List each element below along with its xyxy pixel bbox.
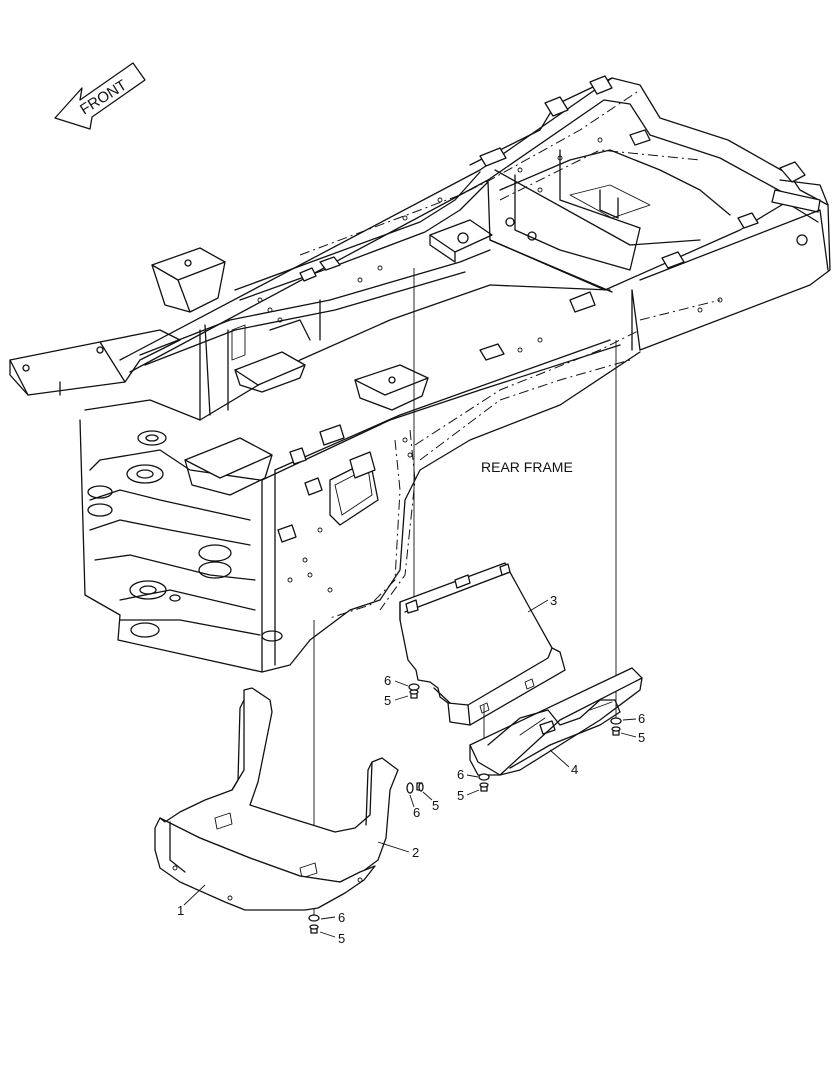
part-4-guard	[469, 667, 643, 776]
callout-6-d: 6	[413, 805, 420, 820]
callout-6-b: 6	[638, 711, 645, 726]
front-arrow-icon	[54, 62, 146, 130]
rail-blocks	[277, 75, 759, 543]
pivot-boss	[87, 430, 283, 642]
rear-frame	[9, 75, 831, 673]
mount-pad-front-left	[151, 247, 226, 313]
mount-pad-top	[234, 351, 306, 393]
fastener-set-e	[308, 914, 320, 934]
part-2-top-shield	[164, 687, 399, 883]
mount-pad-mid	[354, 364, 429, 411]
callout-1: 1	[177, 903, 184, 918]
callout-6-a: 6	[384, 673, 391, 688]
callout-5-a: 5	[384, 693, 391, 708]
part-1-bottom-plate	[154, 817, 376, 911]
callout-4: 4	[571, 762, 578, 777]
part-3-cover	[399, 562, 566, 726]
callout-2: 2	[412, 845, 419, 860]
fastener-set-b	[610, 717, 622, 736]
bolt-holes	[257, 137, 808, 593]
callout-6-c: 6	[457, 767, 464, 782]
callout-5-b: 5	[638, 730, 645, 745]
callout-5-e: 5	[338, 931, 345, 946]
mount-pad-front-right	[184, 437, 273, 496]
callout-3: 3	[550, 593, 557, 608]
frame-label: REAR FRAME	[481, 459, 573, 475]
fastener-set-c	[478, 773, 490, 792]
callout-5-d: 5	[432, 798, 439, 813]
fastener-set-a	[408, 683, 420, 699]
callout-6-e: 6	[338, 910, 345, 925]
fastener-set-d	[406, 782, 424, 794]
left-wing-bracket	[9, 329, 181, 396]
callout-5-c: 5	[457, 788, 464, 803]
